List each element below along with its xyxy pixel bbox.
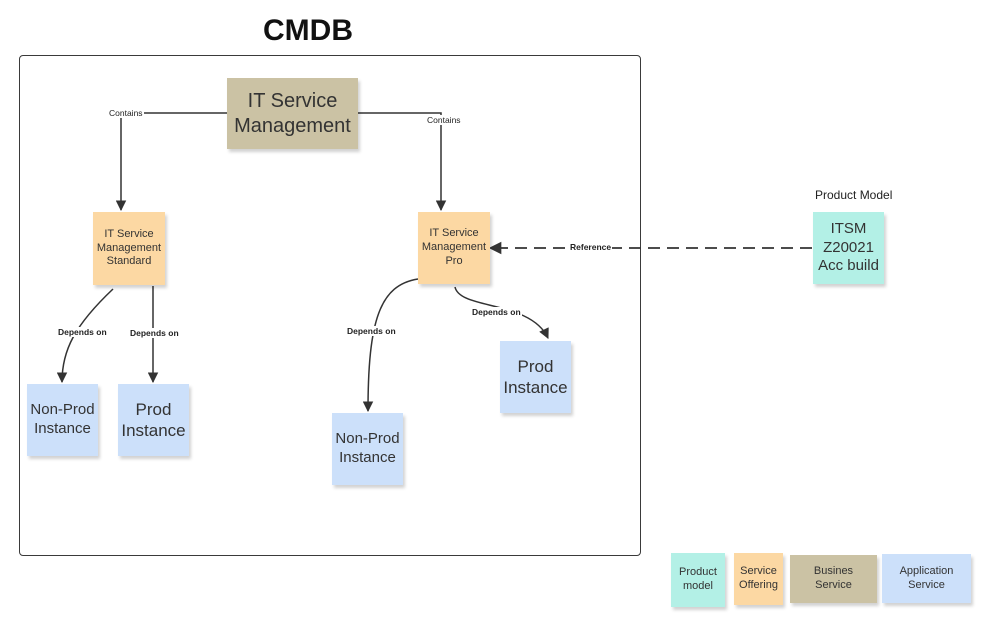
node-product-model[interactable]: ITSM Z20021 Acc build bbox=[813, 212, 884, 284]
node-std-nonprod-instance[interactable]: Non-Prod Instance bbox=[27, 384, 98, 456]
edge-label-std-depends-nonprod: Depends on bbox=[57, 327, 108, 337]
node-pro-prod-instance[interactable]: Prod Instance bbox=[500, 341, 571, 413]
legend-service-offering: Service Offering bbox=[734, 553, 783, 605]
node-pro-prod-instance-label: Prod Instance bbox=[503, 356, 568, 397]
node-std-prod-instance[interactable]: Prod Instance bbox=[118, 384, 189, 456]
legend-application-service: Application Service bbox=[882, 554, 971, 603]
legend-application-service-label: Application Service bbox=[899, 564, 954, 591]
legend-service-offering-label: Service Offering bbox=[739, 565, 778, 591]
edge-label-std-depends-prod: Depends on bbox=[129, 328, 180, 338]
node-std-prod-instance-label: Prod Instance bbox=[121, 399, 186, 440]
diagram-title: CMDB bbox=[263, 14, 353, 47]
product-model-heading: Product Model bbox=[815, 188, 893, 202]
connector-pro-depends-prod bbox=[454, 286, 549, 339]
edge-label-contains-right: Contains bbox=[426, 115, 462, 125]
node-pro-nonprod-instance-label: Non-Prod Instance bbox=[335, 430, 400, 466]
legend-business-service: Busines Service bbox=[790, 555, 877, 603]
node-std-nonprod-instance-label: Non-Prod Instance bbox=[30, 401, 95, 437]
node-product-model-label: ITSM Z20021 Acc build bbox=[818, 219, 879, 275]
node-it-service-management-label: IT Service Management bbox=[234, 89, 351, 137]
node-itsm-standard[interactable]: IT Service Management Standard bbox=[93, 212, 165, 285]
edge-label-reference: Reference bbox=[569, 242, 613, 252]
connector-contains-right bbox=[358, 112, 447, 212]
edge-label-contains-left: Contains bbox=[108, 108, 144, 118]
node-itsm-standard-label: IT Service Management Standard bbox=[96, 227, 162, 268]
node-it-service-management[interactable]: IT Service Management bbox=[227, 78, 358, 149]
node-pro-nonprod-instance[interactable]: Non-Prod Instance bbox=[332, 413, 403, 485]
edge-label-pro-depends-prod: Depends on bbox=[471, 307, 522, 317]
node-itsm-pro-label: IT Service Management Pro bbox=[421, 227, 487, 267]
node-itsm-pro[interactable]: IT Service Management Pro bbox=[418, 212, 490, 284]
edge-label-pro-depends-nonprod: Depends on bbox=[346, 326, 397, 336]
legend-product-model: Product model bbox=[671, 553, 725, 607]
connector-pro-depends-nonprod bbox=[362, 278, 419, 413]
connector-contains-left bbox=[115, 112, 227, 212]
legend-product-model-label: Product model bbox=[679, 566, 717, 592]
legend-business-service-label: Busines Service bbox=[813, 565, 854, 591]
